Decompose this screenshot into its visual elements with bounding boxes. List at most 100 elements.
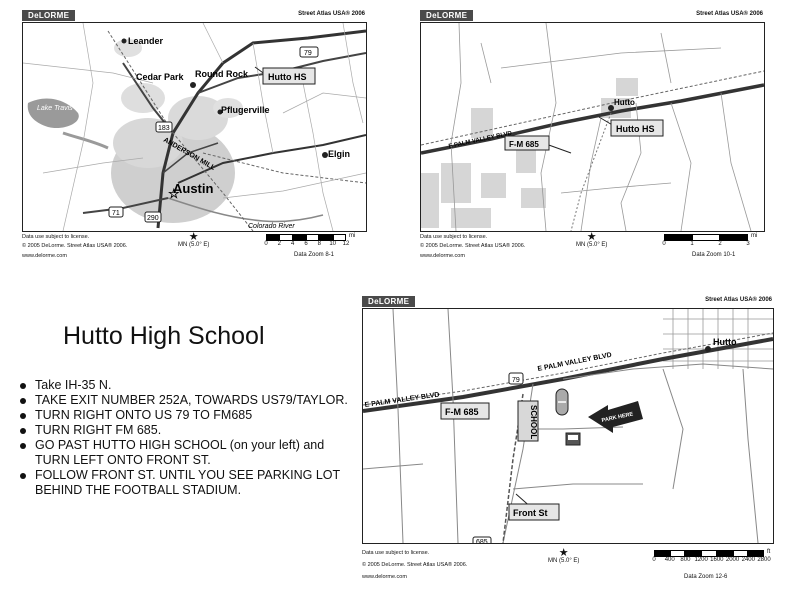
map-detail[interactable]: Hutto E PALM VALLEY BLVD E PALM VALLEY B… [362,308,774,544]
round-rock-dot [190,82,196,88]
scale-tick-label: 2 [718,241,722,247]
north-star-icon: ★ [558,547,569,559]
direction-step: GO PAST HUTTO HIGH SCHOOL (on your left)… [18,438,348,468]
elgin-dot [322,152,328,158]
scale-segment [654,550,670,557]
map-header: DeLORME Street Atlas USA® 2006 [362,296,774,308]
hutto-dot [705,346,711,352]
direction-step: TURN RIGHT ONTO US 79 TO FM685 [18,408,348,423]
scale-tick-label: 400 [664,557,675,563]
scale-tick-label: 8 [317,241,321,247]
north-arrow: ★ MN (5.0° E) [576,231,607,249]
delorme-logo: DeLORME [420,10,474,21]
scale-tick-label: 0 [652,557,656,563]
label-pflugerville: Pflugerville [221,105,270,115]
scale-tick-label: 1 [690,241,694,247]
data-zoom-text: Data Zoom 10-1 [692,252,736,258]
north-star-icon: ★ [188,231,199,243]
lake-travis-water [27,98,79,129]
scale-segment [669,550,686,557]
scale-segment [664,234,692,241]
label-shield-685: 685 [476,539,488,543]
railroad [363,332,773,406]
shield-79-icon [508,372,524,385]
map-panel-region: DeLORME Street Atlas USA® 2006 [22,10,367,259]
product-name: Street Atlas USA® 2006 [705,297,772,303]
label-austin: Austin [173,181,214,196]
copyright-text: © 2005 DeLorme. Street Atlas USA® 2006. [22,243,128,249]
shield-685-icon [472,536,492,543]
parking-lot-marking [568,435,578,440]
scale-segment [701,550,717,557]
scale-tick-label: 10 [329,241,336,247]
direction-step: Take IH-35 N. [18,378,348,393]
label-school: SCHOOL [529,405,538,439]
label-leander: Leander [128,36,164,46]
data-zoom-text: Data Zoom 8-1 [294,252,335,258]
north-star-icon: ★ [586,231,597,243]
label-front-st: Front St [513,508,548,518]
palm-valley-blvd [421,83,764,155]
scale-segment [716,550,733,557]
shield-79-icon [299,46,319,58]
website-text: www.delorme.com [420,253,465,259]
scale-segment [685,550,702,557]
website-text: www.delorme.com [22,253,67,259]
scale-segment [720,234,748,241]
map-panel-area: DeLORME Street Atlas USA® 2006 [420,10,765,259]
label-hutto: Hutto [614,98,635,107]
north-arrow: ★ MN (5.0° E) [178,231,209,249]
scale-segment [748,550,764,557]
scale-tick-label: 1200 [694,557,708,563]
license-text: Data use subject to license. [22,234,90,240]
copyright-text: © 2005 DeLorme. Street Atlas USA® 2006. [420,243,526,249]
scale-tick-label: 2400 [741,557,755,563]
scale-segment [292,234,306,241]
railroad-2 [202,152,366,184]
ih-35-highway [156,29,366,229]
license-text: Data use subject to license. [420,234,488,240]
scale-tick-label: 0 [662,241,666,247]
label-fm685: F-M 685 [445,407,479,417]
scale-tick-label: 0 [264,241,268,247]
delorme-logo: DeLORME [22,10,76,21]
delorme-logo: DeLORME [362,296,416,307]
label-lake-travis: Lake Travis [37,105,73,112]
website-text: www.delorme.com [362,574,407,580]
urban-patches [421,78,638,228]
scale-tick-label: 3 [746,241,750,247]
scale-segment [306,234,320,241]
scale-segment [266,234,280,241]
page-title: Hutto High School [63,322,265,350]
callout-pointer [545,143,572,154]
label-elgin: Elgin [328,149,350,159]
region-map-canvas: ☆ Leander Cedar Park Round Rock Pflugerv… [23,23,366,231]
railroad [421,70,764,146]
label-fm685: F-M 685 [509,140,539,149]
fm-685-road [570,112,612,231]
austin-star-icon: ☆ [168,186,180,201]
label-colorado-river: Colorado River [248,223,295,230]
direction-step: TAKE EXIT NUMBER 252A, TOWARDS US79/TAYL… [18,393,348,408]
scale-tick-label: 2000 [725,557,740,563]
front-st-callout [508,503,560,521]
railroad-1 [107,30,254,231]
scale-unit: ft [767,549,771,555]
label-cedar-park: Cedar Park [136,72,185,82]
scale-segment [692,234,720,241]
product-name: Street Atlas USA® 2006 [298,11,365,17]
map-region[interactable]: ☆ Leander Cedar Park Round Rock Pflugerv… [22,22,367,232]
hutto-dot [608,105,614,111]
label-shield-79: 79 [512,377,520,384]
leander-dot [121,38,127,44]
map-area[interactable]: Hutto E PALM VALLEY BLVD Hutto HS F-M 68… [420,22,765,232]
scale-tick-label: 1600 [710,557,724,563]
map-panel-detail: DeLORME Street Atlas USA® 2006 [362,296,774,586]
scale-tick-label: 2800 [757,557,771,563]
scale-tick-label: 2 [277,241,281,247]
leander-area [114,39,142,57]
direction-step: TURN RIGHT FM 685. [18,423,348,438]
